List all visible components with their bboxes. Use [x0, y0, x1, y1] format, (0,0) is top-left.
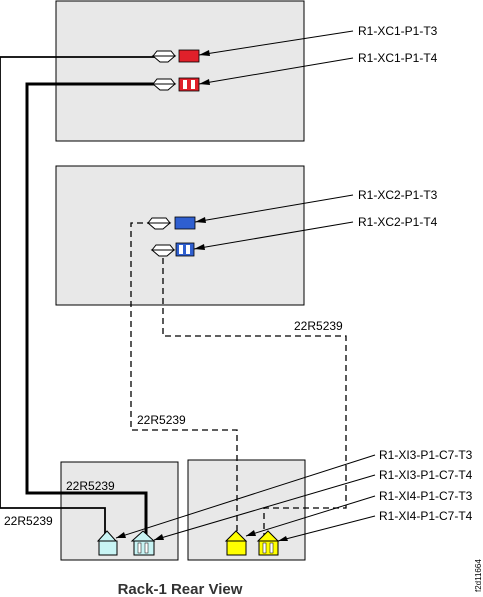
figure-id: f2d11664 [474, 559, 483, 592]
leader-arrowheads [116, 50, 288, 541]
label-r1-xi3-p1-c7-t3: R1-XI3-P1-C7-T3 [379, 448, 473, 462]
xc2-enclosure [55, 165, 305, 306]
cable-label-solid-upper: 22R5239 [66, 479, 115, 493]
cable-dashed-xc2-t4-to-xi4-t4 [162, 258, 347, 541]
port-r1-xi3-p1-c7-t3 [96, 530, 118, 556]
label-r1-xc1-p1-t4: R1-XC1-P1-T4 [358, 51, 438, 65]
cable-label-dashed-upper: 22R5239 [294, 319, 343, 333]
label-r1-xi4-p1-c7-t4: R1-XI4-P1-C7-T4 [379, 509, 473, 523]
label-r1-xc1-p1-t3: R1-XC1-P1-T3 [358, 24, 438, 38]
port-r1-xc1-p1-t4 [151, 77, 200, 92]
leader-lines [115, 30, 376, 542]
cable-solid-xc1-t3-to-xi3-t3 [0, 56, 159, 541]
port-r1-xc2-p1-t4 [150, 242, 195, 257]
port-r1-xc2-p1-t3 [146, 216, 196, 230]
xi3-enclosure [60, 461, 179, 561]
label-r1-xc2-p1-t4: R1-XC2-P1-T4 [358, 215, 438, 229]
port-r1-xi3-p1-c7-t4 [130, 530, 156, 556]
cable-label-solid-lower: 22R5239 [4, 514, 53, 528]
port-r1-xi4-p1-c7-t3 [224, 530, 248, 556]
port-r1-xc1-p1-t3 [151, 49, 200, 63]
port-r1-xi4-p1-c7-t4 [256, 530, 280, 556]
cable-dashed-xc2-t3-to-xi4-t3 [130, 222, 238, 541]
label-r1-xi4-p1-c7-t3: R1-XI4-P1-C7-T3 [379, 489, 473, 503]
xc1-enclosure [55, 0, 305, 142]
cable-label-dashed-lower: 22R5239 [137, 413, 186, 427]
label-r1-xc2-p1-t3: R1-XC2-P1-T3 [358, 188, 438, 202]
cable-solid-xc1-t4-to-xi3-t4 [25, 82, 159, 541]
diagram-caption: Rack-1 Rear View [118, 581, 243, 597]
label-r1-xi3-p1-c7-t4: R1-XI3-P1-C7-T4 [379, 468, 473, 482]
